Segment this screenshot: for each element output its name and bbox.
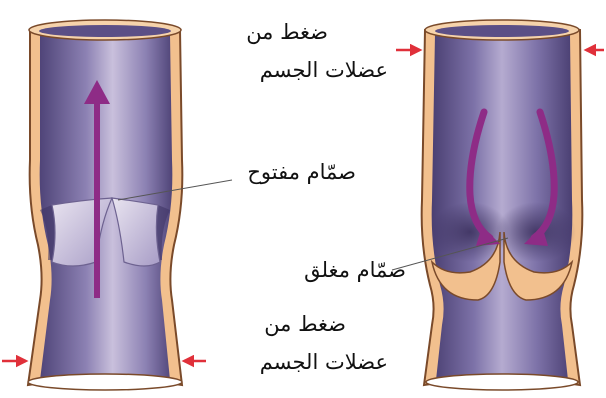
label-valve-closed: صمّام مغلق xyxy=(304,258,406,283)
label-valve-open: صمّام مفتوح xyxy=(247,160,356,185)
right-vein xyxy=(422,20,583,390)
left-vein-bottom-rim xyxy=(28,374,182,390)
right-vein-bottom-rim xyxy=(426,374,578,390)
left-vein xyxy=(28,20,182,390)
label-pressure-top-line2: عضلات الجسم xyxy=(260,58,388,83)
label-pressure-bottom-line2: عضلات الجسم xyxy=(260,350,388,375)
label-pressure-bottom-line1: ضغط من xyxy=(264,312,346,337)
label-pressure-top-line1: ضغط من xyxy=(246,20,328,45)
